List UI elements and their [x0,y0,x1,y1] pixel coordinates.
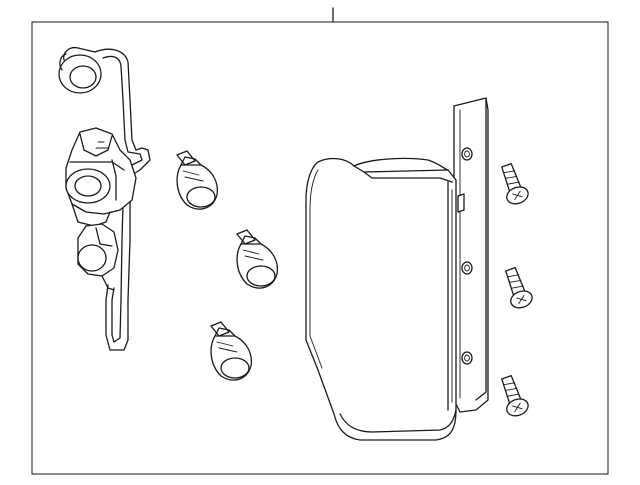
top-socket [58,46,102,94]
screw-icon [501,162,529,205]
diagram-frame [31,21,609,475]
screw-icon [505,266,533,309]
bulb-icon [176,150,219,210]
mounting-hole [461,147,473,161]
lower-socket [77,223,119,291]
tail-lamp-housing-icon [305,97,489,441]
screw-icon [501,374,529,417]
middle-socket [65,127,137,227]
bulb-icon [236,229,279,289]
mounting-hole [461,351,473,365]
bulb-icon [210,321,253,381]
mounting-hole [461,261,473,275]
wiring-harness-socket-assembly-icon [58,46,151,351]
